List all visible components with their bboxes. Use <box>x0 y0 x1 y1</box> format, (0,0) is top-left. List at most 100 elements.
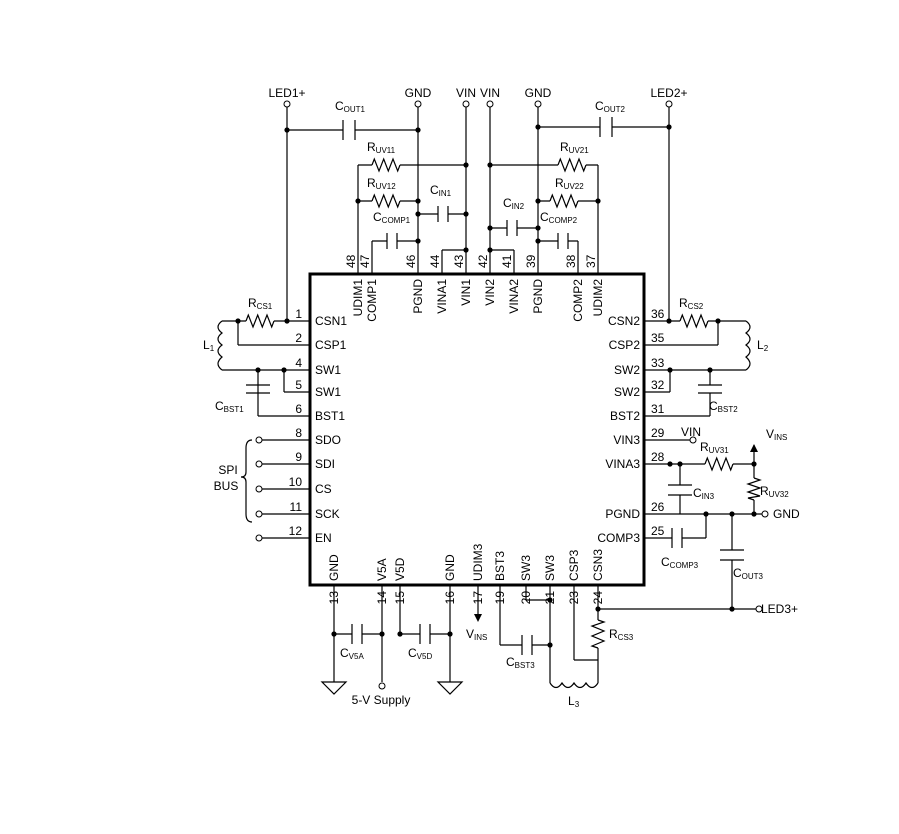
pin-number-43: 43 <box>452 254 466 268</box>
terminal-5v-supply <box>378 682 386 690</box>
pin-number-32: 32 <box>651 378 665 392</box>
label-vins2: VINS <box>466 627 487 642</box>
terminal-led2p <box>665 100 673 108</box>
capacitor-cin2 <box>506 220 518 236</box>
label-cin3: CIN3 <box>693 486 715 501</box>
junction-dot <box>535 124 541 130</box>
capacitor-ccomp2 <box>557 233 569 249</box>
label-ruv32: RUV32 <box>760 484 789 499</box>
resistor-rcs2 <box>679 313 709 329</box>
label-ccomp3: CCOMP3 <box>661 555 699 570</box>
label-rcs1: RCS1 <box>248 296 273 311</box>
pin-name-33: SW2 <box>614 363 640 377</box>
capacitor-cbst2 <box>698 384 722 394</box>
pin-name-29: VIN3 <box>613 433 640 447</box>
capacitor-cin3 <box>668 484 692 496</box>
pin-number-39: 39 <box>524 254 538 268</box>
junction-dot <box>535 225 541 231</box>
terminal-sdi <box>255 460 263 468</box>
pin-name-38: COMP2 <box>571 279 585 322</box>
pin-number-15: 15 <box>393 591 407 605</box>
net-5v-supply: 5-V Supply <box>352 693 411 707</box>
pin-number-1: 1 <box>295 307 302 321</box>
pin-number-12: 12 <box>289 524 303 538</box>
junction-dot <box>463 162 469 168</box>
label-ruv11: RUV11 <box>367 140 396 155</box>
inductor-l1 <box>217 320 223 371</box>
junction-dot <box>703 511 709 517</box>
pin-number-23: 23 <box>567 591 581 605</box>
pin-name-2: CSP1 <box>315 338 347 352</box>
junction-dot <box>667 367 673 373</box>
pin-name-44: VINA1 <box>435 279 449 314</box>
ic-body <box>308 272 646 587</box>
junction-dot <box>535 198 541 204</box>
junction-dot <box>415 211 421 217</box>
pin-name-39: PGND <box>531 279 545 314</box>
resistor-ruv21 <box>557 157 587 173</box>
net-labels: LED1+ GND VIN VIN GND LED2+ VIN GND LED3… <box>214 86 800 707</box>
pin-name-8: SDO <box>315 433 341 447</box>
pin-number-46: 46 <box>404 254 418 268</box>
ground-symbol-gnd16 <box>436 681 464 695</box>
pin-name-20: SW3 <box>519 555 533 581</box>
junction-dot <box>547 597 553 603</box>
resistor-ruv31 <box>704 456 734 472</box>
terminal-vin-top2 <box>486 100 494 108</box>
junction-dots <box>235 124 757 648</box>
net-vin-right: VIN <box>681 425 701 439</box>
capacitor-cbst1 <box>246 384 270 394</box>
label-cbst2: CBST2 <box>709 399 738 414</box>
capacitor-cout2 <box>599 117 613 137</box>
junction-dot <box>751 511 757 517</box>
net-led2p: LED2+ <box>650 86 687 100</box>
net-vin-top1: VIN <box>456 86 476 100</box>
junction-dot <box>331 631 337 637</box>
terminal-vin-right <box>689 436 697 444</box>
pin-name-11: SCK <box>315 507 340 521</box>
wires <box>222 104 762 683</box>
pin-name-35: CSP2 <box>609 338 641 352</box>
label-l2: L2 <box>757 338 769 353</box>
pin-name-41: VINA2 <box>507 279 521 314</box>
label-l3: L3 <box>568 694 580 709</box>
label-cout3: COUT3 <box>733 566 764 581</box>
junction-dot <box>463 211 469 217</box>
pin-number-13: 13 <box>327 591 341 605</box>
pin-name-5: SW1 <box>315 385 341 399</box>
junction-dot <box>547 642 553 648</box>
pin-number-25: 25 <box>651 524 665 538</box>
capacitor-cv5a <box>351 624 363 644</box>
pin-name-36: CSN2 <box>608 314 640 328</box>
pin-number-9: 9 <box>295 450 302 464</box>
pin-number-41: 41 <box>500 254 514 268</box>
capacitor-ccomp1 <box>386 233 398 249</box>
junction-dot <box>535 238 541 244</box>
pin-name-23: CSP3 <box>567 549 581 581</box>
pin-name-26: PGND <box>605 507 640 521</box>
pin-number-8: 8 <box>295 426 302 440</box>
label-cin1: CIN1 <box>430 183 452 198</box>
pin-number-21: 21 <box>543 591 557 605</box>
pin-number-28: 28 <box>651 450 665 464</box>
resistor-ruv11 <box>371 157 401 173</box>
pin-name-21: SW3 <box>543 555 557 581</box>
label-l1: L1 <box>203 338 215 353</box>
junction-dot <box>235 318 241 324</box>
pin-number-4: 4 <box>295 356 302 370</box>
pin-name-14: V5A <box>375 558 389 581</box>
junction-dot <box>751 461 757 467</box>
pin-number-44: 44 <box>428 254 442 268</box>
pin-number-48: 48 <box>344 254 358 268</box>
vins-arrow-bottom-head <box>474 614 482 622</box>
pin-number-36: 36 <box>651 307 665 321</box>
pin-number-26: 26 <box>651 500 665 514</box>
pin-number-20: 20 <box>519 591 533 605</box>
net-gnd-top2: GND <box>525 86 552 100</box>
junction-dot <box>729 606 735 612</box>
label-ccomp1: CCOMP1 <box>373 210 411 225</box>
label-cin2: CIN2 <box>503 196 525 211</box>
pin-name-42: VIN2 <box>483 279 497 306</box>
junction-dot <box>447 631 453 637</box>
pin-name-12: EN <box>315 531 332 545</box>
